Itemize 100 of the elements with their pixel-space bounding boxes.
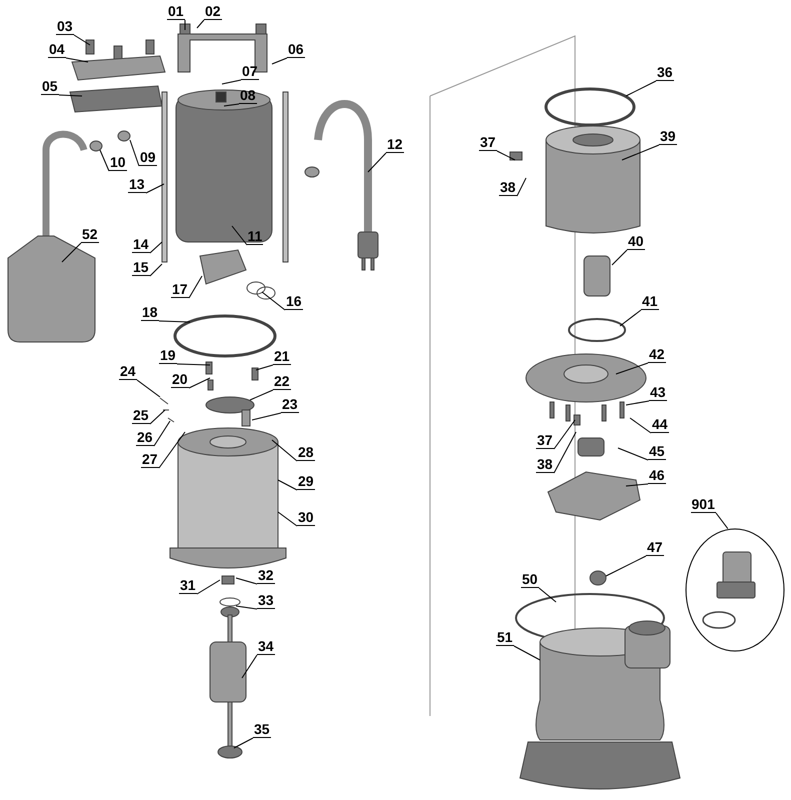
leader-line: [606, 556, 646, 576]
leader-line: [236, 578, 258, 584]
callout-number: 13: [128, 177, 146, 193]
leader-line: [630, 418, 652, 434]
callout-number: 15: [132, 260, 150, 276]
callout-number: 51: [496, 630, 514, 646]
callout-number: 04: [48, 42, 66, 58]
leader-line: [146, 184, 164, 194]
leader-line: [150, 264, 162, 276]
callout-number: 05: [41, 79, 59, 95]
callout-number: 50: [521, 572, 539, 588]
leader-line: [278, 512, 298, 526]
callout-number: 41: [641, 294, 659, 310]
leader-line: [516, 178, 526, 196]
leader-line: [496, 150, 516, 160]
leader-line: [130, 140, 140, 166]
callout-number: 16: [285, 294, 303, 310]
callout-number: 38: [499, 180, 517, 196]
callout-number: 17: [171, 282, 189, 298]
leader-line: [234, 738, 254, 748]
leader-line: [184, 20, 186, 30]
callout-number: 43: [649, 385, 667, 401]
leader-line: [196, 580, 220, 594]
callout-number: 35: [253, 722, 271, 738]
leader-line: [136, 380, 160, 398]
callout-number: 01: [167, 4, 185, 20]
callout-number: 14: [132, 237, 150, 253]
leader-line: [620, 310, 642, 326]
leader-line: [62, 242, 82, 262]
callout-number: 20: [171, 372, 189, 388]
leader-line: [58, 94, 82, 96]
leader-line: [368, 152, 386, 172]
leader-line: [626, 80, 656, 96]
leader-line: [256, 364, 274, 370]
callout-number: 40: [627, 234, 645, 250]
callout-number: 901: [690, 497, 716, 513]
callout-number: 19: [159, 348, 177, 364]
callout-number: 29: [297, 474, 315, 490]
leader-line: [158, 320, 190, 322]
leader-line: [538, 588, 556, 602]
leader-line: [616, 362, 648, 374]
callout-number: 03: [56, 19, 74, 35]
leader-line: [232, 226, 248, 246]
leader-line: [716, 512, 728, 530]
leader-line: [150, 242, 162, 254]
callout-number: 09: [139, 150, 157, 166]
leader-line: [154, 420, 170, 446]
callout-number: 26: [136, 430, 154, 446]
callout-number: 12: [386, 137, 404, 153]
leader-line: [554, 432, 576, 474]
leader-line: [250, 390, 274, 400]
leader-line: [622, 144, 660, 160]
leader-line: [224, 104, 240, 106]
callout-number: 37: [536, 433, 554, 449]
callout-number: 27: [141, 452, 159, 468]
leader-line: [176, 364, 210, 366]
leader-line: [626, 400, 650, 406]
callout-number: 38: [536, 457, 554, 473]
callout-number: 37: [479, 135, 497, 151]
callout-number: 06: [287, 42, 305, 58]
leader-line: [626, 484, 648, 486]
callout-number: 25: [132, 408, 150, 424]
callout-number: 24: [119, 364, 137, 380]
leader-line: [66, 58, 88, 62]
leader-line: [236, 606, 258, 610]
callout-number: 33: [257, 593, 275, 609]
leader-line: [150, 410, 166, 424]
callout-number: 36: [656, 65, 674, 81]
leader-line: [188, 276, 202, 298]
leader-line: [618, 448, 648, 460]
callout-number: 32: [257, 568, 275, 584]
leader-line: [74, 34, 90, 46]
leader-line: [252, 412, 282, 420]
callout-number: 47: [646, 540, 664, 556]
leader-line: [222, 80, 242, 84]
callout-number: 08: [239, 88, 257, 104]
callout-number: 34: [257, 639, 275, 655]
callout-number: 10: [109, 155, 127, 171]
callout-number: 23: [281, 397, 299, 413]
callout-number: 52: [81, 227, 99, 243]
leader-line: [554, 420, 576, 450]
callout-number: 21: [273, 349, 291, 365]
callout-number: 07: [241, 64, 259, 80]
callout-number: 45: [648, 444, 666, 460]
leader-line: [278, 480, 298, 490]
callout-number: 22: [273, 374, 291, 390]
leader-line: [262, 292, 286, 310]
leader-line: [242, 654, 258, 678]
leader-line: [272, 58, 288, 64]
callout-number: 42: [648, 347, 666, 363]
leader-line: [272, 440, 298, 462]
callout-number: 44: [651, 417, 669, 433]
callout-number: 18: [141, 305, 159, 321]
callout-number: 30: [297, 510, 315, 526]
callout-number: 11: [246, 229, 264, 245]
callout-number: 02: [204, 4, 222, 20]
callout-number: 31: [179, 578, 197, 594]
leader-line: [514, 646, 540, 660]
leader-line: [100, 150, 110, 172]
leader-line: [158, 432, 186, 468]
